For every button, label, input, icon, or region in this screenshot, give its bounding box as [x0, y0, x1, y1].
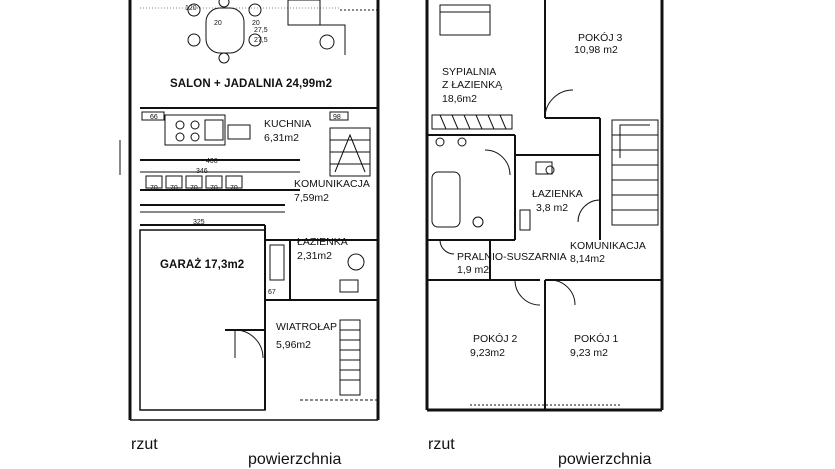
room-wiatrolap-name: WIATROŁAP [276, 321, 338, 333]
room-komunikacja2-area: 8,14m2 [570, 253, 606, 265]
room-salon-jadalnia: SALON + JADALNIA 24,99m2 [170, 78, 333, 90]
room-komunikacja2-name: KOMUNIKACJA [570, 240, 646, 252]
caption-right-powierzchnia: powierzchnia [558, 451, 652, 468]
dim-70a: 70 [150, 185, 158, 192]
room-komunikacja-area: 7,59m2 [294, 192, 330, 204]
room-lazienka2-name: ŁAZIENKA [532, 188, 583, 200]
dim-346: 346 [196, 168, 208, 175]
dim-406: 406 [206, 158, 218, 165]
room-pralnia-name: PRALNIO-SUSZARNIA [457, 251, 567, 263]
room-pokoj1-name: POKÓJ 1 [574, 333, 619, 345]
armchair [318, 24, 346, 55]
garage-outline [139, 229, 266, 411]
plant [319, 34, 335, 50]
dim-325: 325 [193, 219, 205, 226]
caption-left-rzut: rzut [131, 436, 158, 453]
caption-left-powierzchnia: powierzchnia [248, 451, 342, 468]
gf-stairs [329, 127, 371, 177]
cabinet [287, 0, 321, 26]
room-kuchnia-name: KUCHNIA [264, 118, 312, 130]
dim-98: 98 [333, 114, 341, 121]
room-lazienka-name: ŁAZIENKA [297, 236, 348, 248]
dim-70c: 70 [190, 185, 198, 192]
room-wiatrolap-area: 5,96m2 [276, 339, 312, 351]
dim-20b: 20 [252, 20, 260, 27]
room-pokoj3-name: POKÓJ 3 [578, 32, 623, 44]
dim-120: 120 [185, 5, 197, 12]
room-pokoj2-area: 9,23m2 [470, 347, 506, 359]
dim-66: 66 [150, 114, 158, 121]
kitchen-counter [164, 114, 226, 146]
room-lazienka-area: 2,31m2 [297, 250, 333, 262]
dim-70d: 70 [210, 185, 218, 192]
dim-275a: 27,5 [254, 27, 268, 34]
room-sypialnia-name2: Z ŁAZIENKĄ [442, 79, 503, 91]
ground-floor-plan [119, 0, 380, 421]
room-pokoj3-area: 10,98 m2 [574, 44, 618, 56]
room-pralnia-area: 1,9 m2 [457, 264, 490, 276]
room-pokoj1-area: 9,23 m2 [570, 347, 608, 359]
caption-right-rzut: rzut [428, 436, 455, 453]
dim-70e: 70 [230, 185, 238, 192]
room-garaz: GARAŻ 17,3m2 [160, 259, 245, 271]
dim-275b: 27,5 [254, 37, 268, 44]
bathtub [431, 171, 461, 228]
dim-67: 67 [268, 289, 276, 296]
dim-20a: 20 [214, 20, 222, 27]
room-pokoj2-name: POKÓJ 2 [473, 333, 518, 345]
first-floor-plan [425, 0, 664, 412]
room-sypialnia-name: SYPIALNIA [442, 66, 497, 78]
room-lazienka2-area: 3,8 m2 [536, 202, 569, 214]
dim-70b: 70 [170, 185, 178, 192]
dining-set [187, 0, 262, 64]
ff-stairs [611, 119, 659, 226]
room-komunikacja-name: KOMUNIKACJA [294, 178, 370, 190]
room-kuchnia-area: 6,31m2 [264, 132, 300, 144]
bed [439, 4, 491, 36]
room-sypialnia-area: 18,6m2 [442, 93, 478, 105]
